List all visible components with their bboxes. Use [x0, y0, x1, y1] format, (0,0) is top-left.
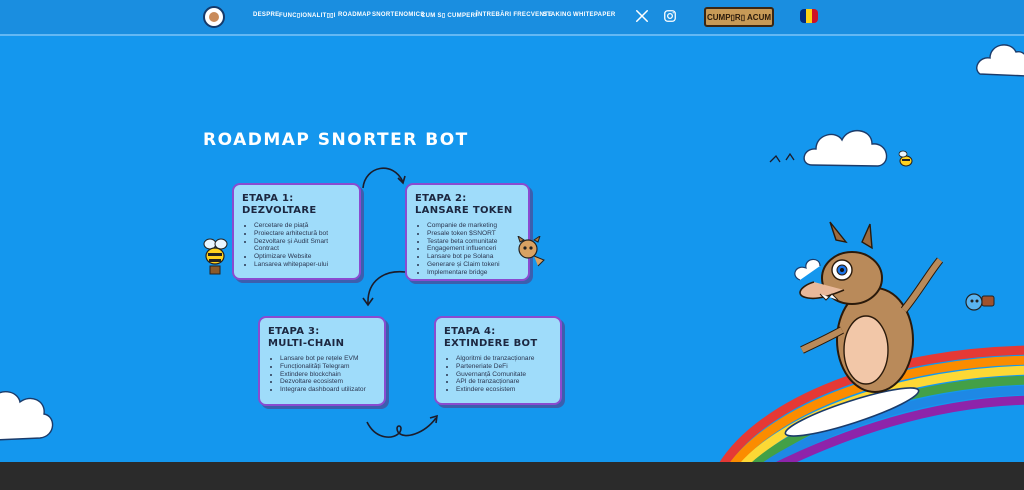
stage-items: Lansare bot pe rețele EVM Funcționalităț… [268, 355, 376, 394]
x-icon[interactable] [635, 9, 649, 23]
curved-arrow-icon [366, 414, 438, 438]
list-item: Dezvoltare și Audit Smart Contract [254, 238, 351, 254]
romania-flag[interactable] [800, 9, 818, 23]
list-item: Engagement influenceri [427, 245, 520, 253]
instagram-icon[interactable] [663, 9, 677, 23]
list-item: Optimizare Website [254, 253, 351, 261]
stage-heading-line2: DEZVOLTARE [242, 205, 317, 216]
nav-despre[interactable]: DESPRE [253, 12, 280, 18]
list-item: Proiectare arhitectură bot [254, 230, 351, 238]
stage-heading: ETAPA 4: EXTINDERE BOT [444, 326, 552, 350]
nav-intrebari-frecvente[interactable]: ÎNTREBĂRI FRECVENTE [476, 12, 553, 18]
nav-whitepaper[interactable]: WHITEPAPER [573, 12, 616, 18]
curved-arrow-icon [362, 167, 406, 189]
stage-heading: ETAPA 3: MULTI-CHAIN [268, 326, 376, 350]
stage-heading-line1: ETAPA 4: [444, 326, 496, 337]
roadmap-title: ROADMAP SNORTER BOT [203, 130, 469, 150]
logo[interactable] [203, 6, 225, 28]
list-item: Extindere ecosistem [456, 386, 552, 394]
list-item: Lansare bot pe Solana [427, 253, 520, 261]
roadmap-stage-4-card: ETAPA 4: EXTINDERE BOT Algoritmi de tran… [434, 316, 562, 405]
list-item: API de tranzacționare [456, 378, 552, 386]
list-item: Implementare bridge [427, 269, 520, 277]
list-item: Parteneriate DeFi [456, 363, 552, 371]
bee-mascot-icon [203, 238, 228, 275]
stage-heading-line1: ETAPA 1: [242, 193, 294, 204]
armadillo-surfer-mascot [784, 221, 944, 437]
list-item: Lansare bot pe rețele EVM [280, 355, 376, 363]
list-item: Integrare dashboard utilizator [280, 386, 376, 394]
curved-arrow-icon [362, 270, 406, 307]
stage-heading-line2: LANSARE TOKEN [415, 205, 513, 216]
nav-staking[interactable]: STAKING [543, 12, 572, 18]
cat-mascot-icon [965, 293, 995, 311]
stage-items: Cercetare de piață Proiectare arhitectur… [242, 222, 351, 269]
nav-functionalitati[interactable]: FUNC▯IONALIT▯▯I [279, 13, 336, 19]
list-item: Testare beta comunitate [427, 238, 520, 246]
cloud-icon [803, 130, 888, 167]
buy-now-button[interactable]: CUMP▯R▯ ACUM [704, 7, 774, 27]
list-item: Generare și Claim tokeni [427, 261, 520, 269]
list-item: Funcționalități Telegram [280, 363, 376, 371]
roadmap-stage-1-card: ETAPA 1: DEZVOLTARE Cercetare de piață P… [232, 183, 361, 280]
list-item: Algoritmi de tranzacționare [456, 355, 552, 363]
stage-heading-line2: EXTINDERE BOT [444, 338, 538, 349]
stage-heading: ETAPA 1: DEZVOLTARE [242, 193, 351, 217]
roadmap-stage-2-card: ETAPA 2: LANSARE TOKEN Companie de marke… [405, 183, 530, 281]
roadmap-stage-3-card: ETAPA 3: MULTI-CHAIN Lansare bot pe rețe… [258, 316, 386, 406]
stage-items: Algoritmi de tranzacționare Parteneriate… [444, 355, 552, 394]
stage-heading-line2: MULTI-CHAIN [268, 338, 345, 349]
cloud-icon [0, 391, 54, 441]
list-item: Extindere blockchain [280, 371, 376, 379]
footer-strip [0, 462, 1024, 490]
stage-heading-line1: ETAPA 2: [415, 193, 467, 204]
list-item: Presale token $SNORT [427, 230, 520, 238]
top-navigation-bar: DESPRE FUNC▯IONALIT▯▯I ROADMAP SNORTENOM… [0, 0, 1024, 36]
dog-mascot-icon [517, 236, 545, 267]
list-item: Dezvoltare ecosistem [280, 378, 376, 386]
stage-heading-line1: ETAPA 3: [268, 326, 320, 337]
list-item: Guvernanță Comunitate [456, 371, 552, 379]
list-item: Companie de marketing [427, 222, 520, 230]
nav-roadmap[interactable]: ROADMAP [338, 12, 372, 18]
list-item: Lansarea whitepaper-ului [254, 261, 351, 269]
cloud-icon [976, 44, 1024, 77]
stage-heading: ETAPA 2: LANSARE TOKEN [415, 193, 520, 217]
bird-icon [769, 152, 795, 163]
small-bee-icon [898, 150, 913, 167]
list-item: Cercetare de piață [254, 222, 351, 230]
nav-snortenomics[interactable]: SNORTENOMICS [372, 12, 425, 18]
nav-cum-sa-cumperi[interactable]: CUM S▯ CUMPERI [421, 13, 478, 19]
stage-items: Companie de marketing Presale token $SNO… [415, 222, 520, 277]
